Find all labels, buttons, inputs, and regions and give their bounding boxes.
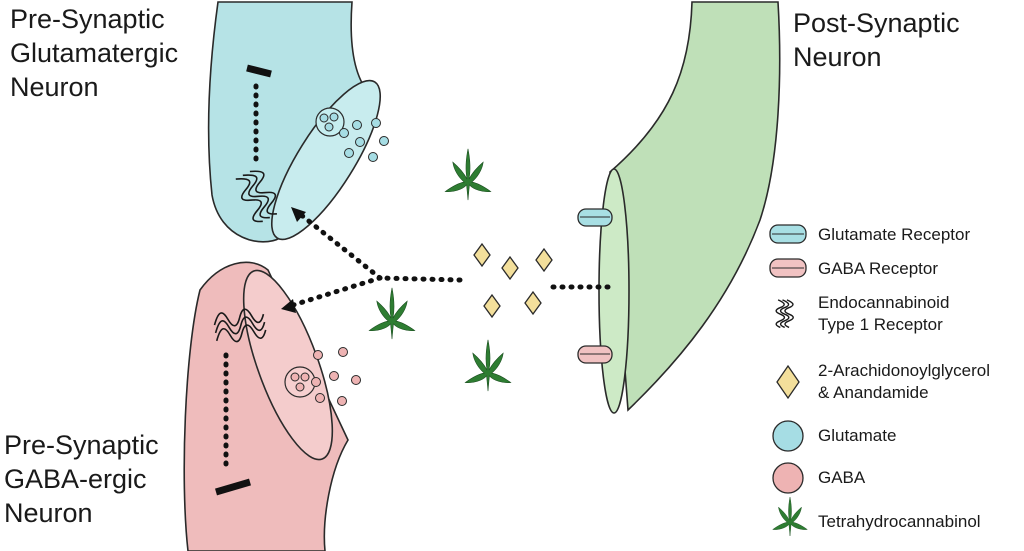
post-synaptic-neuron (577, 1, 781, 414)
glutamatergic-neuron (207, 1, 389, 243)
legend-endocannabinoid-label: 2-Arachidonoylglycerol & Anandamide (818, 360, 990, 404)
legend-text: GABA (818, 468, 866, 487)
cb1-receptor-icon (775, 299, 794, 329)
legend-text: Endocannabinoid (818, 293, 950, 312)
pre-gabaergic-label-line2: GABA-ergic (4, 464, 147, 494)
pre-gabaergic-label: Pre-Synaptic GABA-ergic Neuron (4, 428, 159, 530)
endocannabinoid-diamonds (473, 243, 553, 318)
arrowhead-to-gabaergic (281, 299, 296, 313)
post-synaptic-label: Post-Synaptic Neuron (793, 6, 960, 74)
glutamate-receptor-icon (769, 224, 807, 244)
post-synaptic-label-line2: Neuron (793, 42, 882, 72)
gabaergic-neuron (183, 261, 361, 551)
legend-glutamate-receptor-label: Glutamate Receptor (818, 224, 970, 246)
legend-icons (769, 224, 808, 537)
legend-gaba-receptor-label: GABA Receptor (818, 258, 938, 280)
legend-text: Glutamate Receptor (818, 225, 971, 244)
pre-glutamatergic-label: Pre-Synaptic Glutamatergic Neuron (10, 2, 178, 104)
arrowhead-to-glutamatergic (291, 207, 306, 222)
legend-cb1-receptor-label: Endocannabinoid Type 1 Receptor (818, 292, 949, 336)
endocannabinoid-diamond-icon (776, 364, 800, 400)
legend-gaba-label: GABA (818, 467, 865, 489)
legend-text: GABA Receptor (818, 259, 939, 278)
legend-text: 2-Arachidonoylglycerol (818, 361, 990, 380)
legend-text: Glutamate (818, 426, 897, 445)
gaba-vesicle-icon (284, 347, 361, 406)
legend-text: & Anandamide (818, 383, 929, 402)
gaba-receptor-icon (769, 258, 807, 278)
pre-glutamatergic-label-line2: Glutamatergic (10, 38, 179, 68)
legend-glutamate-label: Glutamate (818, 425, 896, 447)
glutamate-receptor-icon-cell (577, 208, 613, 227)
glutamate-vesicle-icon (772, 420, 804, 452)
legend-thc-label: Tetrahydrocannabinol (818, 511, 981, 533)
retrograde-signal-arrows (287, 211, 611, 309)
pre-glutamatergic-label-line3: Neuron (10, 72, 99, 102)
pre-gabaergic-label-line1: Pre-Synaptic (4, 430, 159, 460)
pre-gabaergic-label-line3: Neuron (4, 498, 93, 528)
thc-leaves (368, 148, 512, 392)
inhibition-bar-bottom (215, 478, 251, 496)
legend-text: Tetrahydrocannabinol (818, 512, 981, 531)
pre-glutamatergic-label-line1: Pre-Synaptic (10, 4, 165, 34)
legend-text: Type 1 Receptor (818, 315, 943, 334)
gaba-vesicle-icon (772, 462, 804, 494)
thc-leaf-icon (772, 496, 808, 537)
post-synaptic-label-line1: Post-Synaptic (793, 8, 960, 38)
glutamate-vesicle-icon (315, 107, 389, 162)
inhibition-bar-top (246, 64, 272, 78)
gaba-receptor-icon-cell (577, 345, 613, 364)
